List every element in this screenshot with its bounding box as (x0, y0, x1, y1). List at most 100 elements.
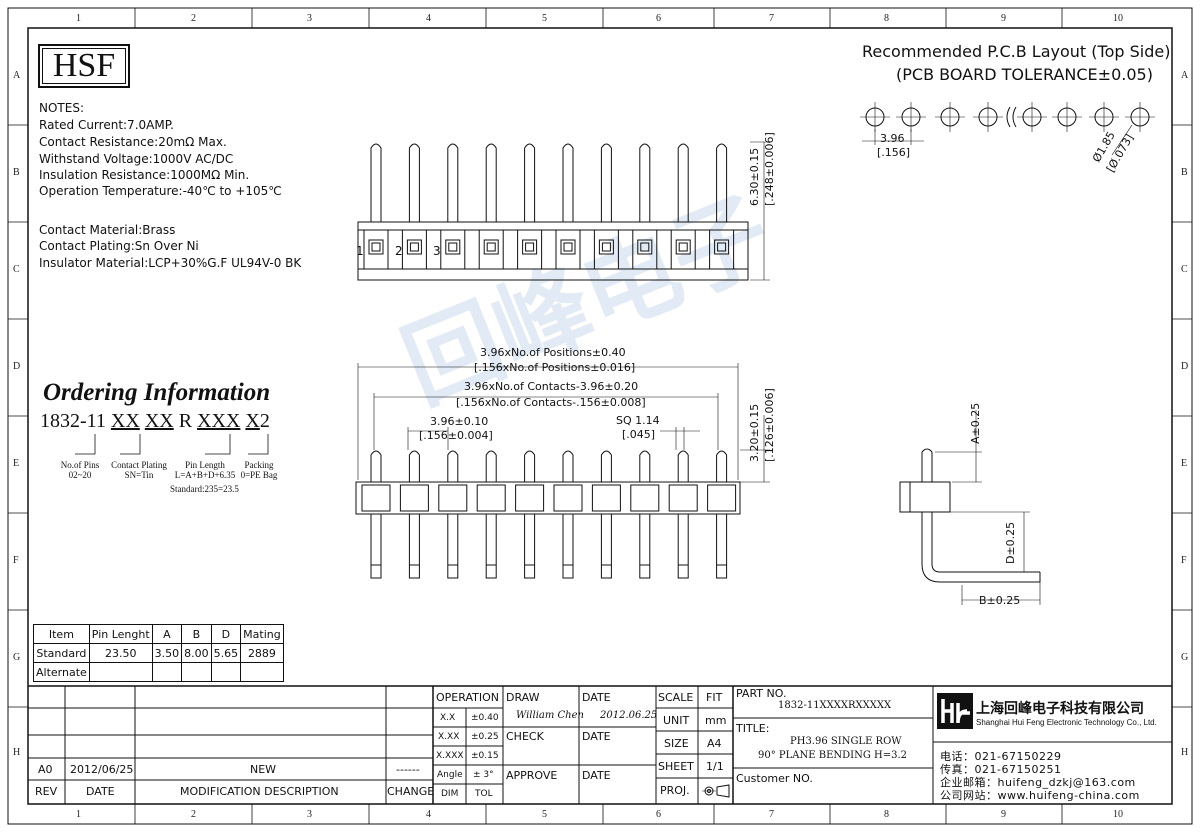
front-view-pin-top (716, 450, 728, 482)
scale-label: SCALE (658, 691, 694, 704)
dim-pitch: 3.96±0.10 (430, 415, 489, 428)
front-view-housing-cell (707, 484, 737, 512)
grid-row-e-right: E (1181, 458, 1188, 469)
tol-value: ±0.40 (471, 713, 499, 723)
rev-value: A0 (38, 763, 53, 776)
top-view-pin-square (675, 239, 691, 255)
front-view-pin-tail (639, 514, 651, 579)
top-view-pin-square (560, 239, 576, 255)
top-view-pin (562, 143, 574, 222)
dim-contacts-in: [.156xNo.of Contacts-.156±0.008] (456, 396, 646, 409)
unit-label: UNIT (663, 714, 690, 727)
company-name-en: Shanghai Hui Feng Electronic Technology … (976, 718, 1157, 727)
front-view-housing-cell (630, 484, 660, 512)
tol-footer-dim: DIM (441, 789, 459, 799)
dim-positions: 3.96xNo.of Positions±0.40 (480, 346, 626, 359)
front-view-housing-cell (399, 484, 429, 512)
tol-footer-tol: TOL (475, 789, 493, 799)
front-view-pin-top (677, 450, 689, 482)
grid-col-4-bottom: 4 (426, 809, 431, 820)
approve-label: APPROVE (506, 769, 558, 782)
top-view-pin-square-inner (486, 242, 496, 252)
legend-packing-value: 0=PE Bag (240, 470, 278, 480)
company-logo-icon (937, 693, 973, 729)
top-view-housing-cell (401, 229, 427, 270)
top-view-pin-square (637, 239, 653, 255)
pin-table-cell: 3.50 (151, 643, 183, 663)
pin-table-cell: Standard (33, 643, 90, 663)
title-line2: 90° PLANE BENDING H=3.2 (758, 750, 908, 761)
rev-description-value: NEW (250, 763, 277, 776)
legend-pins-value: 02~20 (68, 470, 92, 480)
grid-row-f-right: F (1181, 555, 1187, 566)
top-view-housing-cell (363, 229, 389, 270)
fit-value: FIT (706, 691, 723, 704)
top-view-pin-square-inner (563, 242, 573, 252)
front-view-pin-top (447, 450, 459, 482)
top-pin-number-3: 3 (433, 244, 441, 258)
front-view-housing-cell (361, 484, 391, 512)
top-view-pin-square (714, 239, 730, 255)
check-label: CHECK (506, 730, 544, 743)
code-length: XXX (197, 410, 241, 432)
top-view-pin (447, 143, 459, 222)
check-date-label: DATE (582, 730, 611, 743)
legend-plating-label: Contact Plating (111, 460, 167, 470)
part-no-value: 1832-11XXXXRXXXXX (778, 700, 892, 711)
dim-positions-in: [.156xNo.of Positions±0.016] (474, 361, 636, 374)
grid-col-2-bottom: 2 (191, 809, 196, 820)
rev-header: REV (35, 785, 58, 798)
grid-row-a: A (13, 70, 21, 81)
top-view-pin-square (406, 239, 422, 255)
pin-table-header: Item (33, 624, 90, 644)
title-label: TITLE: (736, 722, 770, 735)
dim-pitch-in: [.156±0.004] (419, 429, 493, 442)
pin-table: Item Pin Lenght A B D Mating Standard 23… (33, 624, 284, 682)
legend-length: Pin Length L=A+B+D+6.35 (170, 460, 240, 480)
unit-value: mm (705, 714, 727, 727)
top-view-housing-cell (478, 229, 504, 270)
grid-col-10: 10 (1113, 13, 1123, 24)
sheet-label: SHEET (658, 760, 694, 773)
grid-col-1: 1 (76, 13, 81, 24)
tol-dim: X.X (440, 713, 456, 723)
side-view-drawing (899, 410, 1041, 605)
ordering-leaders (75, 434, 269, 455)
grid-row-c: C (13, 264, 20, 275)
pcb-title-line2: (PCB BOARD TOLERANCE±0.05) (896, 65, 1153, 84)
front-view-pin-tail (677, 514, 689, 579)
sheet-value: 1/1 (706, 760, 724, 773)
legend-packing-label: Packing (244, 460, 274, 470)
grid-col-9: 9 (1001, 13, 1006, 24)
top-view-pin-square (598, 239, 614, 255)
legend-plating: Contact Plating SN=Tin (104, 460, 174, 480)
front-view-housing-cell (553, 484, 583, 512)
front-view-pin-top (562, 450, 574, 482)
grid-row-e: E (13, 458, 20, 469)
top-view-housing-cell (593, 229, 619, 270)
top-view-pin-square-inner (640, 242, 650, 252)
company-name-cn: 上海回峰电子科技有限公司 (976, 701, 1144, 717)
grid-col-8: 8 (884, 13, 889, 24)
grid-row-d-right: D (1181, 361, 1189, 372)
grid-row-g-right: G (1181, 652, 1189, 663)
side-dim-b: B±0.25 (979, 594, 1021, 607)
material-line: Contact Plating:Sn Over Ni (39, 239, 199, 253)
tol-value: ± 3° (473, 770, 494, 780)
rev-change-header: CHANGE (387, 785, 435, 798)
top-view-pin-square-inner (371, 242, 381, 252)
grid-row-h: H (13, 747, 21, 758)
top-view-housing-cell (555, 229, 581, 270)
top-view-housing-cell (632, 229, 658, 270)
top-view-pin (600, 143, 612, 222)
grid-row-d: D (13, 361, 21, 372)
top-pin-number-1: 1 (356, 244, 364, 258)
code-pins: XX (110, 410, 140, 432)
front-view-pin-top (408, 450, 420, 482)
standard-note: Standard:235=23.5 (170, 484, 239, 494)
top-view-pin-square-inner (409, 242, 419, 252)
tol-dim: X.XX (438, 732, 460, 742)
grid-row-c-right: C (1181, 264, 1188, 275)
customer-no-label: Customer NO. (736, 772, 813, 785)
